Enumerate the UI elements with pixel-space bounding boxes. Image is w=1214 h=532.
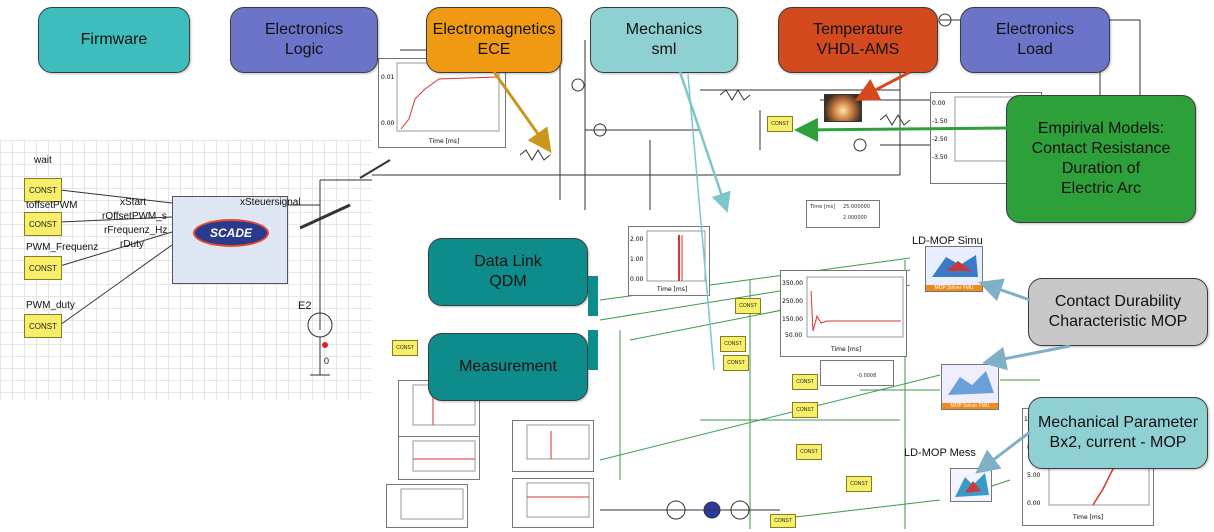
svg-text:150.00: 150.00 bbox=[782, 316, 803, 323]
center-const-8: CONST bbox=[846, 476, 872, 492]
const-block-frequenz: CONST bbox=[24, 256, 62, 280]
plot-meas-4 bbox=[512, 478, 594, 528]
svg-text:250.00: 250.00 bbox=[782, 298, 803, 305]
svg-text:2.00: 2.00 bbox=[630, 236, 644, 243]
port-rduty: rDuty bbox=[120, 239, 144, 250]
port-rfrequenz: rFrequenz_Hz bbox=[104, 225, 168, 236]
svg-text:0.00: 0.00 bbox=[630, 276, 644, 283]
label-e2: E2 bbox=[298, 300, 312, 312]
input-label-duty: PWM_duty bbox=[26, 300, 75, 311]
mop-solver-label-1: MOP Solver FMU bbox=[926, 285, 982, 291]
mop-solver-mess bbox=[950, 468, 992, 502]
plot-current-top: 0.01 0.00 Time [ms] bbox=[378, 58, 506, 148]
table-value-3: -0.0008 bbox=[857, 373, 877, 379]
svg-text:-1.50: -1.50 bbox=[932, 118, 948, 125]
measurement-box: Measurement bbox=[428, 333, 588, 401]
mop-solver-durability: MOP Solver FMU bbox=[941, 364, 999, 410]
center-const-1: CONST bbox=[392, 340, 418, 356]
data-link-box: Data Link QDM bbox=[428, 238, 588, 306]
mechanical-parameter-box: Mechanical Parameter Bx2, current - MOP bbox=[1028, 397, 1208, 469]
svg-text:50.00: 50.00 bbox=[785, 332, 802, 339]
electromagnetics-box: Electromagnetics ECE bbox=[426, 7, 562, 73]
const-block-duty: CONST bbox=[24, 314, 62, 338]
svg-text:5.00: 5.00 bbox=[1027, 472, 1041, 479]
datalink-bar-1 bbox=[588, 276, 598, 316]
center-const-7: CONST bbox=[735, 298, 761, 314]
center-const-9: CONST bbox=[770, 514, 796, 528]
svg-text:Time [ms]: Time [ms] bbox=[656, 286, 687, 293]
svg-text:Time [ms]: Time [ms] bbox=[830, 346, 861, 353]
svg-text:Time [ms]: Time [ms] bbox=[428, 138, 459, 145]
svg-text:-2.50: -2.50 bbox=[932, 136, 948, 143]
svg-text:0.00: 0.00 bbox=[381, 120, 395, 127]
svg-text:Time [ms]: Time [ms] bbox=[1072, 514, 1103, 521]
table-top: Time [ms] 25.000000 2.000000 bbox=[806, 200, 880, 228]
input-label-frequenz: PWM_Frequenz bbox=[26, 242, 99, 253]
electronics-load-box: Electronics Load bbox=[960, 7, 1110, 73]
port-roffset: rOffsetPWM_s bbox=[102, 211, 167, 222]
center-const-10: CONST bbox=[767, 116, 793, 132]
plot-force: 350.00 250.00 150.00 50.00 Time [ms] bbox=[780, 270, 907, 357]
contact-durability-box: Contact Durability Characteristic MOP bbox=[1028, 278, 1208, 346]
plot-meas-3 bbox=[512, 420, 594, 472]
input-label-toffset: toffsetPWM bbox=[26, 200, 78, 211]
center-const-2: CONST bbox=[720, 336, 746, 352]
input-label-wait: wait bbox=[34, 155, 52, 166]
svg-text:-3.50: -3.50 bbox=[932, 154, 948, 161]
scade-logo: SCADE bbox=[193, 219, 269, 247]
plot-displacement: 2.00 1.00 0.00 Time [ms] bbox=[628, 226, 710, 296]
electronics-logic-box: Electronics Logic bbox=[230, 7, 378, 73]
table-value-2: 2.000000 bbox=[843, 215, 867, 221]
firmware-box: Firmware bbox=[38, 7, 190, 73]
const-block-toffset: CONST bbox=[24, 212, 62, 236]
mop-solver-label-2: MOP Solver FMU bbox=[942, 403, 998, 409]
mechanics-box: Mechanics sml bbox=[590, 7, 738, 73]
port-xsteuersignal: xSteuersignal bbox=[240, 197, 301, 208]
ld-mop-mess-label: LD-MOP Mess bbox=[904, 447, 976, 459]
svg-text:350.00: 350.00 bbox=[782, 280, 803, 287]
mop-solver-simu: MOP Solver FMU bbox=[925, 246, 983, 292]
temperature-box: Temperature VHDL-AMS bbox=[778, 7, 938, 73]
scade-block: SCADE bbox=[172, 196, 288, 284]
center-const-5: CONST bbox=[792, 402, 818, 418]
svg-text:0.00: 0.00 bbox=[1027, 500, 1041, 507]
ld-mop-simu-label: LD-MOP Simu bbox=[912, 235, 983, 247]
empirical-models-box: Empirival Models: Contact Resistance Dur… bbox=[1006, 95, 1196, 223]
plot-meas-5 bbox=[386, 484, 468, 528]
svg-text:0.00: 0.00 bbox=[932, 100, 946, 107]
plot-meas-2 bbox=[398, 436, 480, 480]
center-const-3: CONST bbox=[723, 355, 749, 371]
table-mid: -0.0008 bbox=[820, 360, 894, 386]
center-const-6: CONST bbox=[796, 444, 822, 460]
label-zero: 0 bbox=[324, 356, 330, 366]
table-value-1: 25.000000 bbox=[843, 204, 871, 210]
lamp-image bbox=[824, 94, 862, 122]
svg-text:0.01: 0.01 bbox=[381, 74, 395, 81]
port-xstart: xStart bbox=[120, 197, 147, 208]
center-const-4: CONST bbox=[792, 374, 818, 390]
datalink-bar-2 bbox=[588, 330, 598, 370]
red-dot bbox=[322, 342, 328, 348]
table-time-label: Time [ms] bbox=[810, 204, 836, 210]
svg-text:1.00: 1.00 bbox=[630, 256, 644, 263]
const-block-wait: CONST bbox=[24, 178, 62, 202]
